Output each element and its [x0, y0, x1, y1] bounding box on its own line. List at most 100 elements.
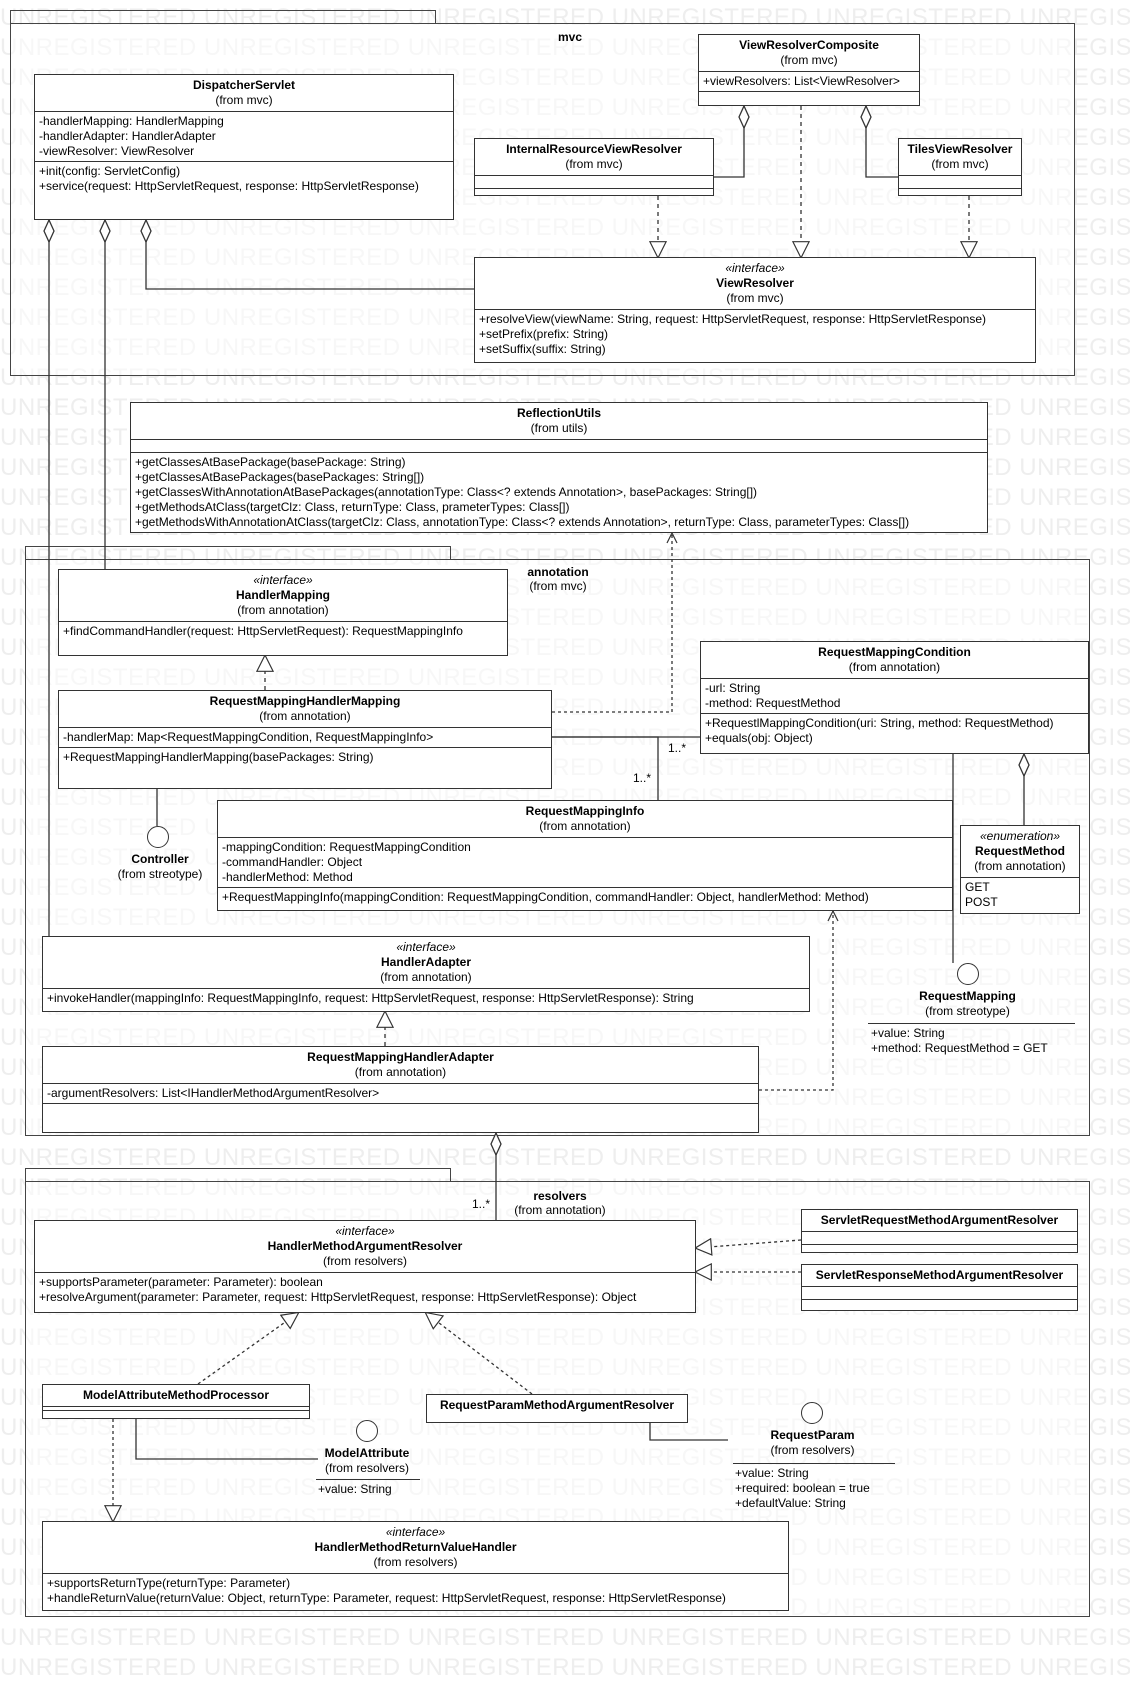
class-from: (from annotation) [380, 970, 472, 984]
watermark-row: UNREGISTERED UNREGISTERED UNREGISTERED U… [0, 1624, 1130, 1651]
class-request-param-method-argument-resolver[interactable]: RequestParamMethodArgumentResolver [426, 1394, 688, 1423]
agg-composite-tiles [866, 106, 898, 178]
operations [43, 1410, 309, 1411]
attribute: +value: String [871, 1026, 945, 1040]
class-name: ViewResolver [716, 276, 794, 290]
class-model-attribute-method-processor[interactable]: ModelAttributeMethodProcessor [42, 1384, 310, 1419]
multiplicity-rmha-resolvers: 1..* [472, 1197, 491, 1211]
class-name: HandlerMapping [235, 588, 330, 602]
class-name: HandlerMethodArgumentResolver [267, 1239, 463, 1253]
operation: +handleReturnValue(returnValue: Object, … [47, 1591, 726, 1605]
class-handler-method-return-value-handler[interactable]: «interface» HandlerMethodReturnValueHand… [42, 1521, 789, 1611]
class-name: ServletRequestMethodArgumentResolver [820, 1213, 1059, 1227]
class-internal-resource-view-resolver[interactable]: InternalResourceViewResolver (from mvc) [474, 138, 714, 196]
operations [43, 1103, 758, 1124]
attributes [802, 1286, 1077, 1299]
attribute: -handlerMapping: HandlerMapping [39, 114, 224, 128]
package-tab-mvc [10, 10, 436, 24]
interface-request-param-attrs: +value: String +required: boolean = true… [733, 1463, 895, 1511]
attribute: +defaultValue: String [735, 1496, 846, 1510]
class-from: (from mvc) [931, 157, 989, 171]
attributes [899, 175, 1021, 188]
class-servlet-request-method-argument-resolver[interactable]: ServletRequestMethodArgumentResolver [801, 1209, 1078, 1253]
interface-from: (from resolvers) [324, 1461, 409, 1475]
package-tab-resolvers [25, 1168, 451, 1182]
attributes [802, 1231, 1077, 1244]
class-from: (from resolvers) [322, 1254, 407, 1268]
class-request-mapping-handler-adapter[interactable]: RequestMappingHandlerAdapter (from annot… [42, 1046, 759, 1133]
operation: +resolveArgument(parameter: Parameter, r… [39, 1290, 637, 1304]
operation: +invokeHandler(mappingInfo: RequestMappi… [47, 991, 694, 1005]
package-annotation-from: (from mvc) [529, 579, 587, 593]
enum-literals: GET POST [961, 877, 1079, 912]
operation: +RequestMappingInfo(mappingCondition: Re… [222, 890, 869, 904]
package-annotation-label: annotation [527, 565, 589, 579]
enum-literal: POST [965, 895, 998, 909]
interface-controller[interactable]: Controller (from streotype) [105, 852, 215, 882]
attribute: -viewResolver: ViewResolver [39, 144, 195, 158]
stereotype: «enumeration» [979, 829, 1061, 843]
class-view-resolver-composite[interactable]: ViewResolverComposite (from mvc) +viewRe… [698, 34, 920, 106]
class-view-resolver[interactable]: «interface» ViewResolver (from mvc) +res… [474, 257, 1036, 363]
operations: +resolveView(viewName: String, request: … [475, 309, 1035, 359]
attributes: -handlerMap: Map<RequestMappingCondition… [59, 727, 551, 747]
class-name: ViewResolverComposite [739, 38, 879, 52]
operation: +init(config: ServletConfig) [39, 164, 181, 178]
class-name: HandlerMethodReturnValueHandler [314, 1540, 517, 1554]
class-name: RequestMappingHandlerAdapter [307, 1050, 494, 1064]
operation: +getMethodsAtClass(targetClz: Class, ret… [135, 500, 570, 514]
attributes: +viewResolvers: List<ViewResolver> [699, 71, 919, 91]
operation: +supportsParameter(parameter: Parameter)… [39, 1275, 323, 1289]
dep-rmhm-reflection [552, 533, 672, 713]
package-annotation-name: annotation (from mvc) [508, 565, 608, 593]
operation: +getClassesWithAnnotationAtBasePackages(… [135, 485, 758, 499]
operations [899, 188, 1021, 201]
class-from: (from resolvers) [373, 1555, 458, 1569]
class-tiles-view-resolver[interactable]: TilesViewResolver (from mvc) [898, 138, 1022, 196]
attributes [475, 175, 713, 188]
class-request-mapping-handler-mapping[interactable]: RequestMappingHandlerMapping (from annot… [58, 690, 552, 789]
attribute: +viewResolvers: List<ViewResolver> [703, 74, 900, 88]
interface-from: (from streotype) [117, 867, 203, 881]
assoc-rmhm-info [552, 736, 659, 800]
stereotype: «interface» [335, 1224, 395, 1238]
operation: +resolveView(viewName: String, request: … [479, 312, 987, 326]
agg-dispatcher-viewresolver [146, 220, 474, 290]
operation: +equals(obj: Object) [705, 731, 813, 745]
class-name: ModelAttributeMethodProcessor [82, 1388, 269, 1402]
package-resolvers-label: resolvers [533, 1189, 587, 1203]
interface-model-attribute[interactable]: ModelAttribute (from resolvers) [312, 1446, 422, 1476]
interface-name: RequestMapping [919, 989, 1016, 1003]
class-from: (from annotation) [259, 709, 351, 723]
interface-request-mapping[interactable]: RequestMapping (from streotype) [890, 989, 1045, 1019]
class-handler-mapping[interactable]: «interface» HandlerMapping (from annotat… [58, 569, 508, 656]
operations: +RequestMappingInfo(mappingCondition: Re… [218, 887, 952, 907]
enum-literal: GET [965, 880, 990, 894]
class-handler-method-argument-resolver[interactable]: «interface» HandlerMethodArgumentResolve… [34, 1220, 696, 1313]
request-param-interface-icon [801, 1402, 823, 1424]
class-request-mapping-condition[interactable]: RequestMappingCondition (from annotation… [700, 641, 1089, 754]
interface-request-param[interactable]: RequestParam (from resolvers) [760, 1428, 865, 1458]
class-servlet-response-method-argument-resolver[interactable]: ServletResponseMethodArgumentResolver [801, 1264, 1078, 1311]
interface-name: Controller [131, 852, 189, 866]
agg-composite-internal [713, 106, 744, 178]
multiplicity-rmhm-info: 1..* [633, 771, 652, 785]
interface-from: (from streotype) [925, 1004, 1010, 1018]
operation: +setPrefix(prefix: String) [479, 327, 609, 341]
class-dispatcher-servlet[interactable]: DispatcherServlet (from mvc) -handlerMap… [34, 74, 454, 220]
class-request-mapping-info[interactable]: RequestMappingInfo (from annotation) -ma… [217, 800, 953, 911]
stereotype: «interface» [385, 1525, 446, 1539]
class-name: RequestMethod [975, 844, 1065, 858]
operations: +RequestMappingHandlerMapping(basePackag… [59, 747, 551, 767]
class-request-method[interactable]: «enumeration» RequestMethod (from annota… [960, 825, 1080, 914]
attribute: -handlerAdapter: HandlerAdapter [39, 129, 216, 143]
class-reflection-utils[interactable]: ReflectionUtils (from utils) +getClasses… [130, 402, 988, 533]
package-resolvers-name: resolvers (from annotation) [510, 1189, 610, 1217]
lollipop-modelattribute-line [135, 1419, 318, 1460]
model-attribute-interface-icon [356, 1420, 378, 1442]
real-modelattr-hmar [197, 1313, 298, 1385]
attributes: -url: String -method: RequestMethod [701, 678, 1088, 713]
attributes: -mappingCondition: RequestMappingConditi… [218, 837, 952, 887]
class-handler-adapter[interactable]: «interface» HandlerAdapter (from annotat… [42, 936, 810, 1012]
class-from: (from mvc) [780, 53, 838, 67]
